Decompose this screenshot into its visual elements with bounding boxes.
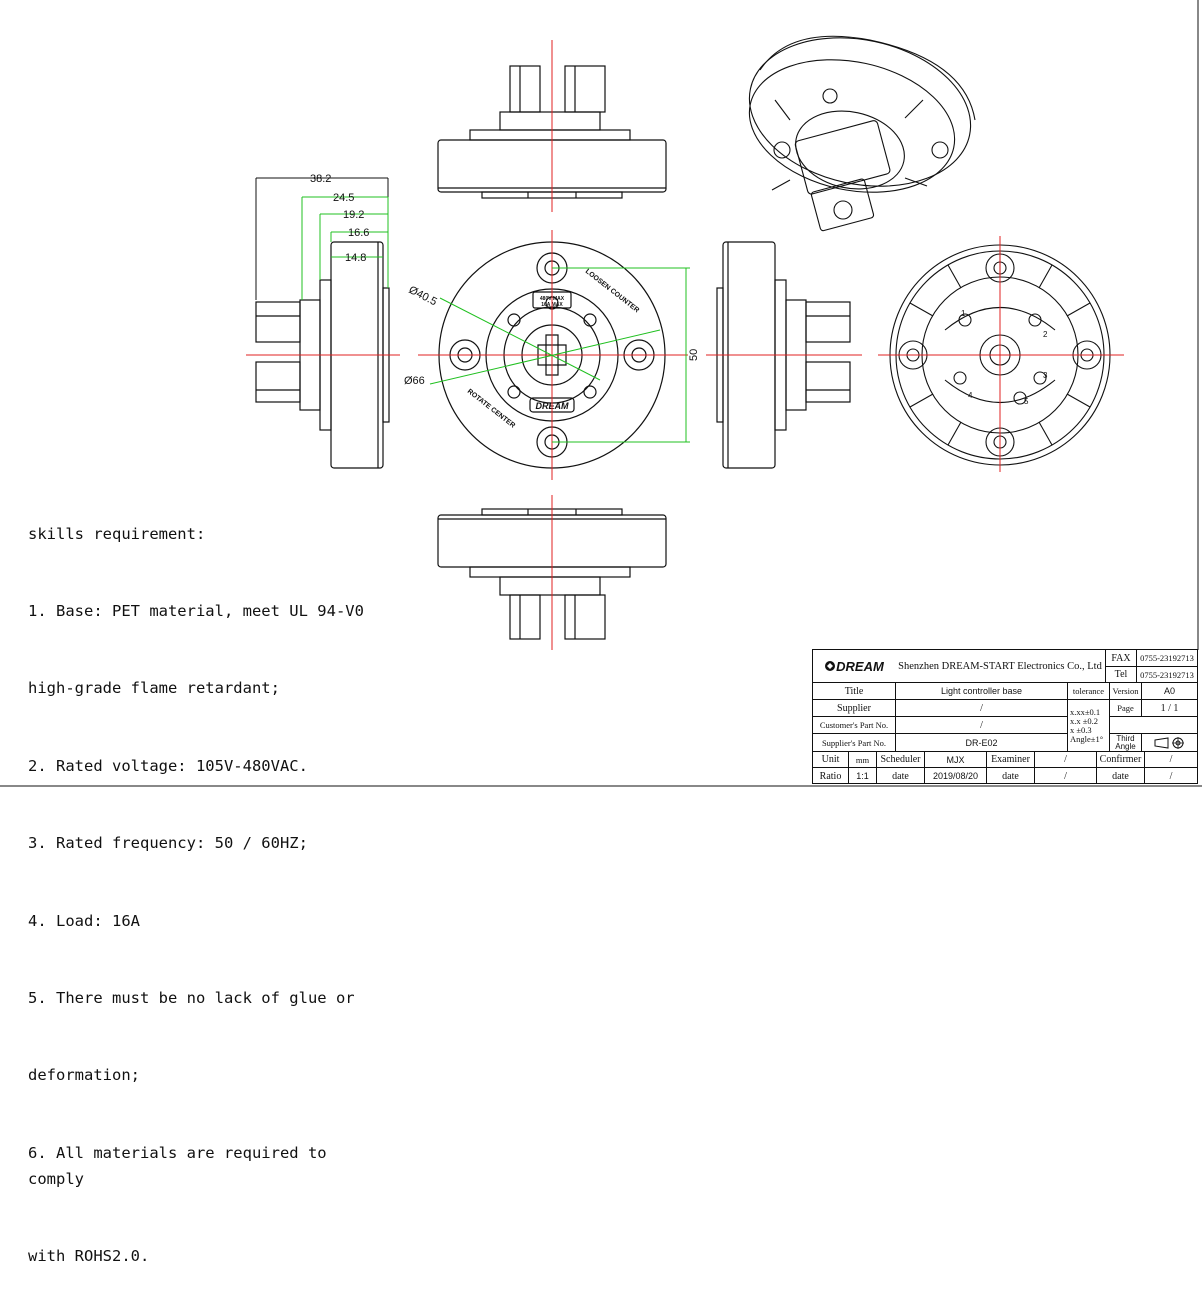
rear-num-2: 2 (1043, 330, 1048, 339)
unit-label: Unit (813, 751, 848, 767)
confirmer-label: Confirmer (1096, 751, 1144, 767)
third-angle-label: Third Angle (1109, 733, 1141, 751)
requirement-line: 5. There must be no lack of glue or (28, 988, 355, 1007)
title-label: Title (813, 682, 895, 699)
confirmer-date-label: date (1096, 767, 1144, 784)
tel-label: Tel (1105, 666, 1136, 682)
customer-part-value: / (895, 716, 1067, 733)
rear-num-1: 1 (961, 309, 966, 318)
rear-num-4: 4 (968, 391, 973, 400)
logo-text: DREAM (836, 658, 884, 674)
requirement-line: 6. All materials are required to comply (28, 1143, 336, 1188)
isometric-view (748, 35, 976, 232)
tolerance-angle: Angle±1° (1070, 733, 1104, 744)
page-label: Page (1109, 699, 1141, 716)
ratio-value: 1:1 (848, 767, 876, 784)
confirmer-value: / (1144, 751, 1197, 767)
company-logo: DREAM (813, 650, 895, 682)
third-angle-line1: Third (1116, 733, 1135, 743)
requirement-line: 3. Rated frequency: 50 / 60HZ; (28, 834, 308, 853)
rear-num-3: 3 (1043, 371, 1048, 380)
requirement-line: high-grade flame retardant; (28, 679, 280, 698)
requirement-line: 1. Base: PET material, meet UL 94-V0 (28, 601, 364, 620)
scheduler-value: MJX (924, 751, 986, 767)
examiner-value: / (1034, 751, 1096, 767)
tolerance-xx: x.x ±0.2 (1070, 715, 1099, 726)
projection-symbol (1141, 733, 1197, 751)
unit-value: mm (848, 751, 876, 767)
examiner-date-value: / (1034, 767, 1096, 784)
customer-part-label: Customer's Part No. (813, 716, 895, 733)
requirement-line: 4. Load: 16A (28, 911, 140, 930)
dim-dia-66: Ø66 (404, 375, 425, 387)
company-name: Shenzhen DREAM-START Electronics Co., Lt… (898, 660, 1102, 672)
dream-logo-icon (825, 661, 836, 671)
supplier-part-value: DR-E02 (895, 733, 1067, 751)
dim-14-8: 14.8 (345, 252, 366, 264)
tolerance-xxx: x.xx±0.1 (1070, 706, 1101, 717)
requirement-line: with ROHS2.0. (28, 1246, 150, 1265)
dim-16-6: 16.6 (348, 227, 369, 239)
requirement-line: 2. Rated voltage: 105V-480VAC. (28, 756, 308, 775)
dim-38-2: 38.2 (310, 173, 331, 185)
scheduler-date-label: date (876, 767, 924, 784)
left-view-dimensions (255, 177, 389, 300)
title-value: Light controller base (895, 682, 1067, 699)
title-block: DREAM Shenzhen DREAM-START Electronics C… (812, 649, 1198, 784)
scheduler-date-value: 2019/08/20 (924, 767, 986, 784)
version-value: A0 (1141, 682, 1197, 699)
engineering-drawing: 38.2 24.5 19.2 16.6 14.8 480V MAX 16A MA… (0, 0, 1202, 787)
tolerance-x: x ±0.3 (1070, 724, 1092, 735)
third-angle-projection-icon (1154, 736, 1184, 749)
tolerance-label: tolerance (1067, 682, 1109, 699)
tel-value: 0755-23192713 (1136, 666, 1197, 682)
examiner-label: Examiner (986, 751, 1034, 767)
requirements-heading: skills requirement: (28, 524, 206, 543)
dim-19-2: 19.2 (343, 209, 364, 221)
page-blank (1109, 716, 1197, 733)
third-angle-line2: Angle (1115, 741, 1136, 751)
tolerance-values: x.xx±0.1 x.x ±0.2 x ±0.3 Angle±1° (1067, 699, 1109, 751)
examiner-date-label: date (986, 767, 1034, 784)
dim-dia-40-5: Ø40.5 (407, 284, 439, 308)
rear-num-5: 5 (1024, 397, 1029, 406)
page-value: 1 / 1 (1141, 699, 1197, 716)
fax-value: 0755-23192713 (1136, 650, 1197, 666)
dim-24-5: 24.5 (333, 192, 354, 204)
fax-label: FAX (1105, 650, 1136, 666)
confirmer-date-value: / (1144, 767, 1197, 784)
front-view-dimensions (429, 267, 690, 443)
supplier-label: Supplier (813, 699, 895, 716)
supplier-part-label: Supplier's Part No. (813, 733, 895, 751)
requirement-line: deformation; (28, 1066, 140, 1085)
supplier-value: / (895, 699, 1067, 716)
requirements-block: skills requirement: 1. Base: PET materia… (28, 470, 368, 1296)
dim-50: 50 (688, 349, 700, 361)
ratio-label: Ratio (813, 767, 848, 784)
version-label: Version (1109, 682, 1141, 699)
bottom-elevation-view (437, 508, 667, 640)
scheduler-label: Scheduler (876, 751, 924, 767)
